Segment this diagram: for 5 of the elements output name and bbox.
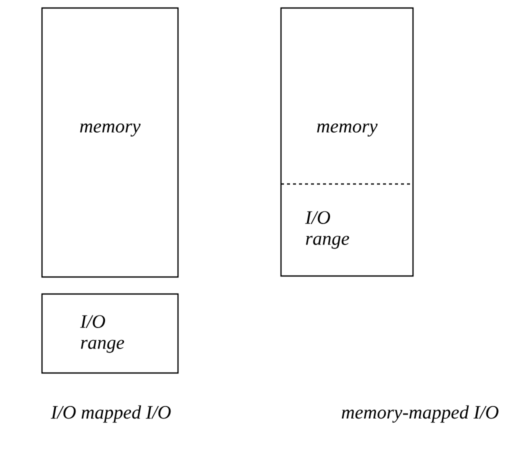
region-label: I/O range xyxy=(281,183,413,249)
memory-box: I/O range xyxy=(41,293,179,374)
caption: I/O mapped I/O xyxy=(50,405,171,423)
caption: memory-mapped I/O xyxy=(342,405,498,423)
memory-box: memory xyxy=(41,7,179,278)
